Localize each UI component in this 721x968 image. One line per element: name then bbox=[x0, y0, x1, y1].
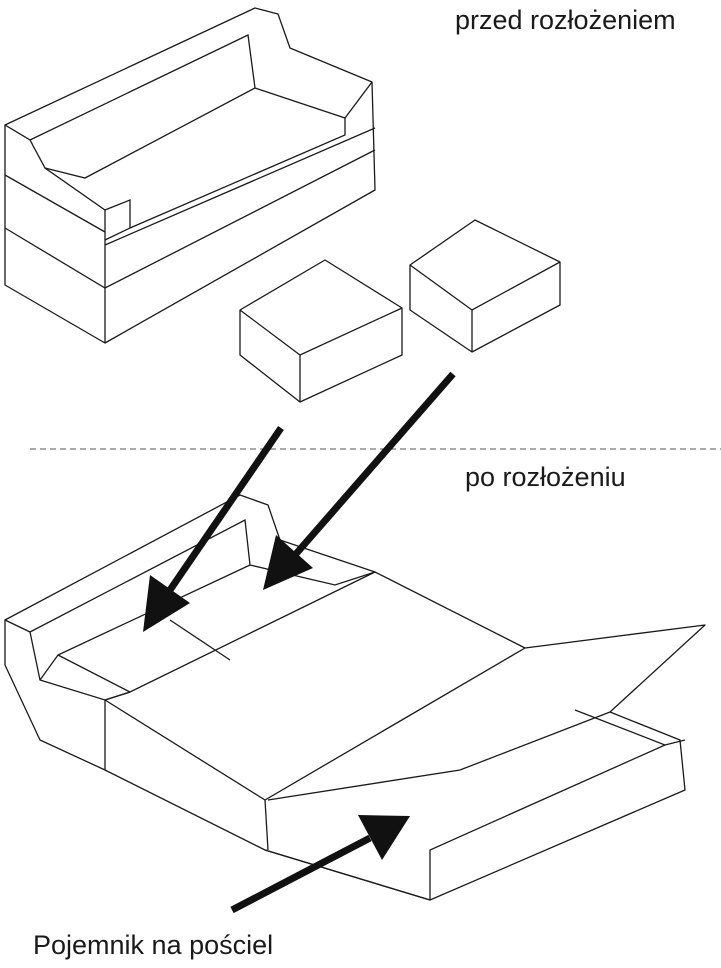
ottoman-left bbox=[239, 259, 403, 403]
ottoman-right bbox=[409, 219, 561, 353]
arrow-storage bbox=[230, 815, 410, 914]
sofa-folded bbox=[4, 7, 376, 344]
arrow-ottoman-left bbox=[143, 426, 284, 632]
arrow-ottoman-right bbox=[263, 371, 456, 590]
label-after: po rozłożeniu bbox=[465, 462, 626, 492]
label-before: przed rozłożeniem bbox=[455, 5, 676, 35]
label-storage: Pojemnik na pościel bbox=[33, 930, 274, 960]
sofa-unfolded bbox=[4, 494, 706, 901]
